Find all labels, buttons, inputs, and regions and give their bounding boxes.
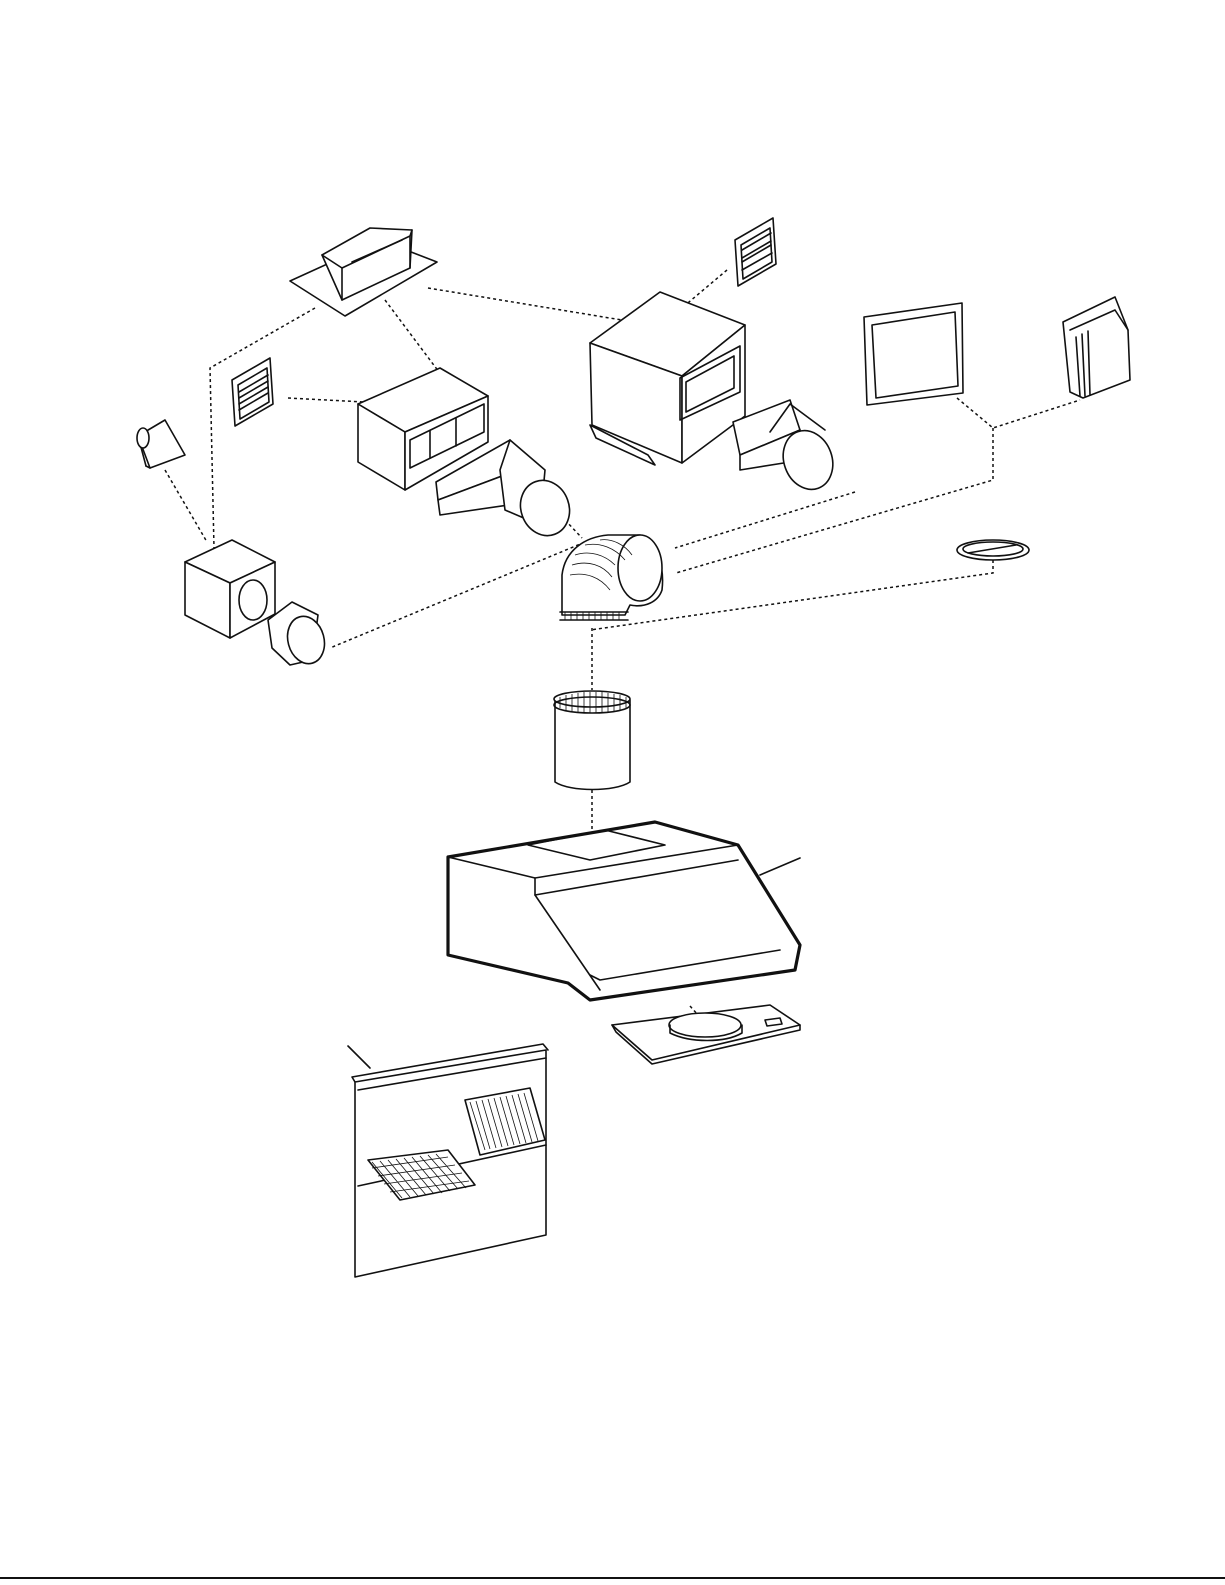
wall-cap-square (864, 303, 963, 405)
footer-rule (0, 1577, 1225, 1579)
roof-jack (290, 228, 437, 316)
wall-louver-cap (735, 218, 776, 286)
damper-disc (957, 540, 1029, 560)
round-elbow (560, 535, 663, 620)
wall-cap-hood (137, 420, 185, 468)
wall-cap-slanted (1063, 297, 1130, 398)
range-hood (448, 822, 800, 1000)
backsplash-panel (348, 1044, 548, 1277)
duct-transition-round (733, 400, 841, 496)
wall-louver-cap-left (232, 358, 273, 426)
round-adapter (268, 602, 330, 668)
filter-plate (612, 1005, 800, 1064)
round-duct-pipe (554, 691, 630, 790)
small-duct-box (185, 540, 275, 638)
